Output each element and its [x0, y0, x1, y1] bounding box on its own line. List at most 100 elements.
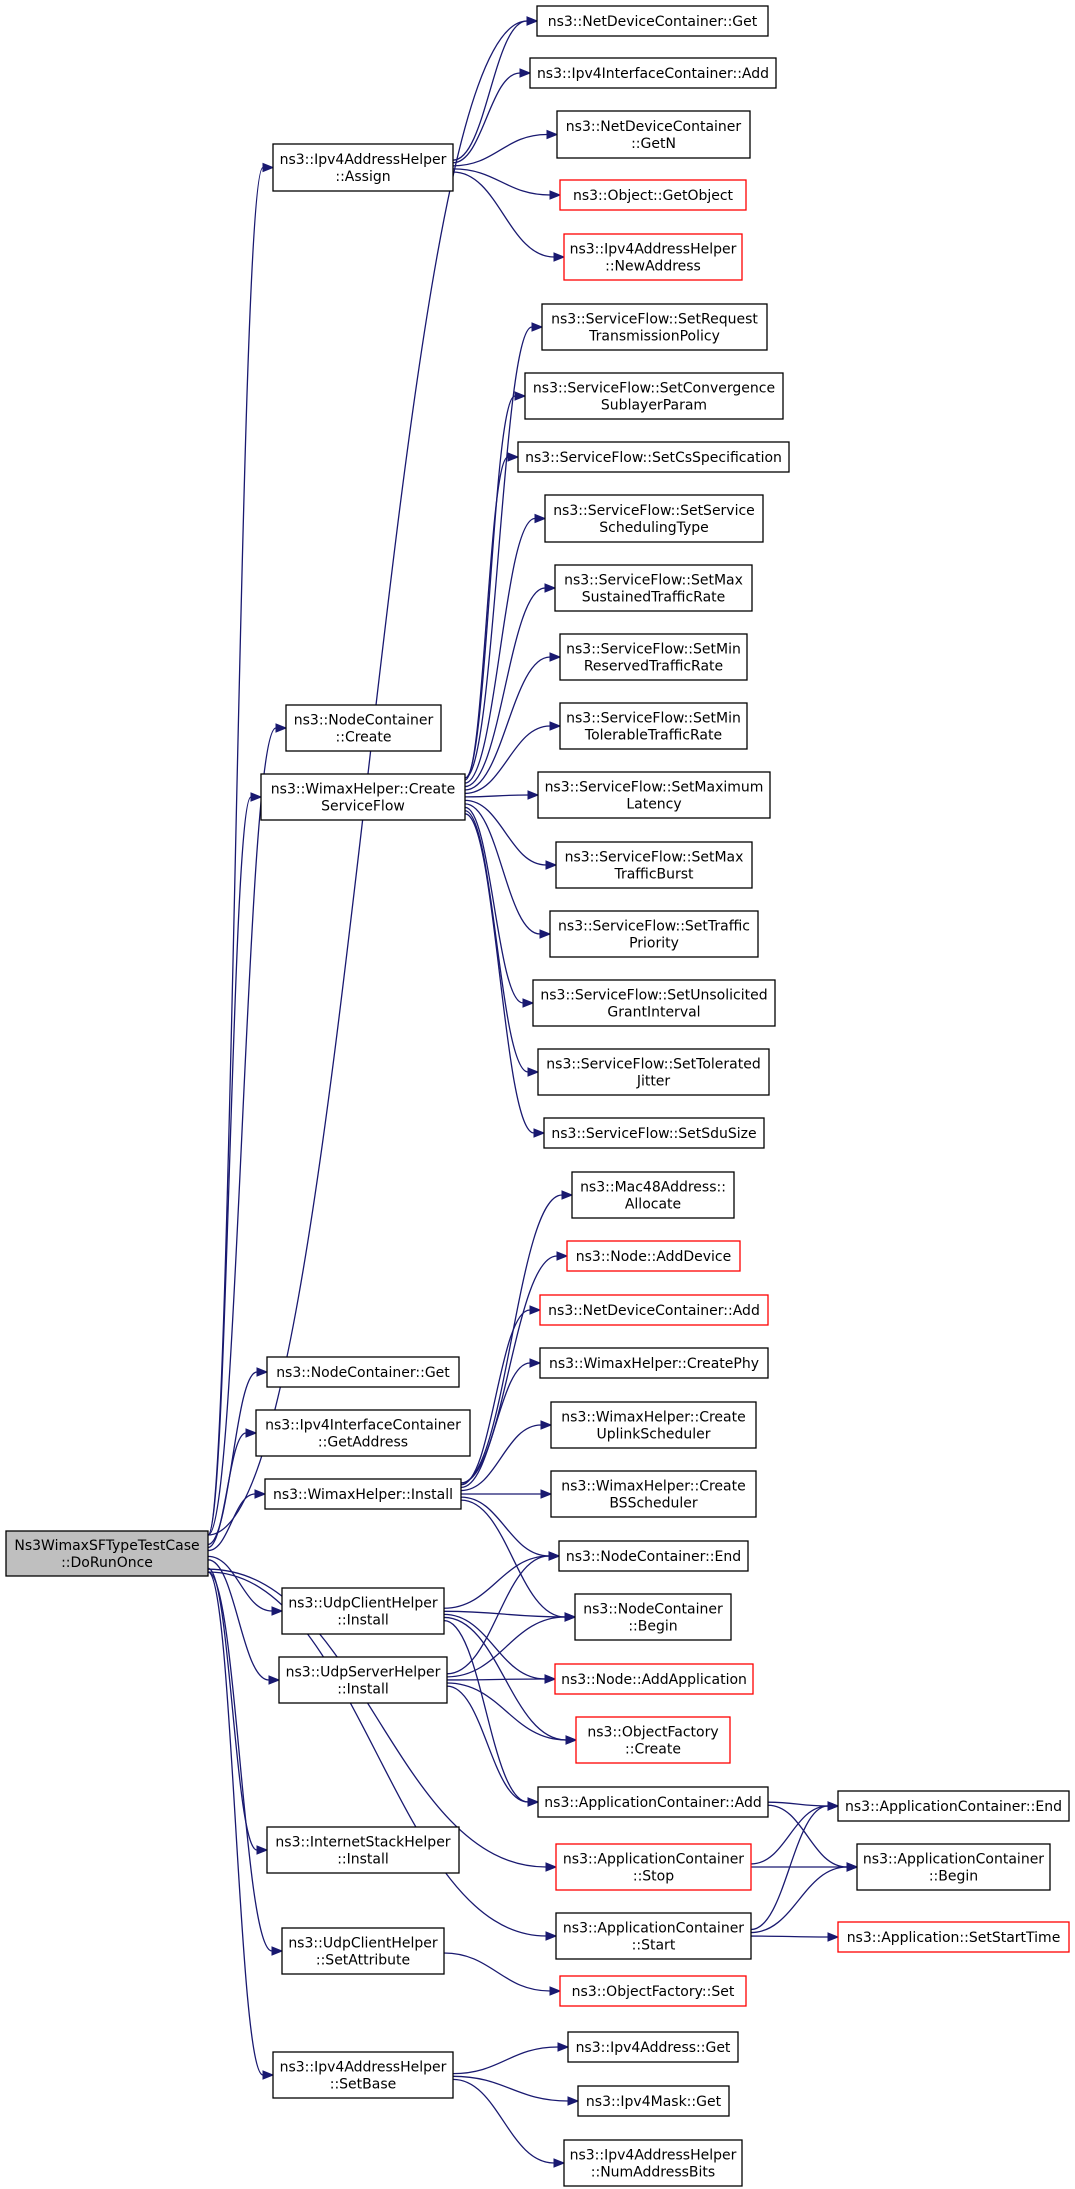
node-obj-getobject[interactable]: ns3::Object::GetObject [559, 179, 747, 211]
node-label: ns3::UdpClientHelper [288, 1936, 438, 1952]
node-label: ::Begin [628, 1619, 677, 1635]
node-label: ns3::ObjectFactory [587, 1725, 718, 1741]
edge-root-to-uch_setattribute [207, 1571, 284, 1956]
node-label: ns3::ApplicationContainer [863, 1852, 1044, 1868]
node-label: ns3::NodeContainer::Get [276, 1365, 450, 1381]
edge-root-to-nc_get [207, 1367, 269, 1546]
node-sf-setservice[interactable]: ns3::ServiceFlow::SetServiceSchedulingTy… [544, 494, 764, 543]
edge-root-to-uch_install [207, 1555, 284, 1616]
node-label: ns3::UdpServerHelper [286, 1665, 441, 1681]
node-label: ns3::NetDeviceContainer::Add [548, 1303, 760, 1319]
edge-wh_createsf-to-sf_setconvergence [464, 391, 527, 779]
node-label: ns3::Ipv4Mask::Get [586, 2094, 722, 2110]
node-sf-setminreserved[interactable]: ns3::ServiceFlow::SetMinReservedTrafficR… [559, 633, 748, 681]
node-label: ::DoRunOnce [61, 1555, 153, 1571]
node-uch-setattribute[interactable]: ns3::UdpClientHelper::SetAttribute [281, 1927, 445, 1975]
node-label: SustainedTrafficRate [582, 590, 726, 606]
node-ac-begin[interactable]: ns3::ApplicationContainer::Begin [856, 1843, 1051, 1891]
node-ac-end[interactable]: ns3::ApplicationContainer::End [837, 1790, 1070, 1822]
edge-uch_install-to-nc_end [443, 1551, 561, 1609]
edge-iah_setbase-to-iah_numaddrbits [452, 2078, 566, 2168]
node-label: ::SetAttribute [316, 1953, 410, 1969]
node-label: ::Begin [929, 1869, 978, 1885]
node-label: ::Install [337, 1613, 389, 1629]
node-iic-getaddress[interactable]: ns3::Ipv4InterfaceContainer::GetAddress [255, 1409, 471, 1457]
node-sf-setcsspec[interactable]: ns3::ServiceFlow::SetCsSpecification [517, 441, 790, 473]
edge-wh_createsf-to-sf_settraffic [464, 803, 552, 939]
edge-root-to-iah_assign [207, 162, 275, 1536]
node-sf-setsdusize[interactable]: ns3::ServiceFlow::SetSduSize [543, 1117, 765, 1149]
node-label: ns3::Ipv4AddressHelper [280, 2060, 447, 2076]
node-sf-setrequest[interactable]: ns3::ServiceFlow::SetRequestTransmission… [541, 303, 768, 351]
node-label: ns3::UdpClientHelper [288, 1596, 438, 1612]
edge-iah_assign-to-iic_add [452, 68, 532, 164]
node-iah-setbase[interactable]: ns3::Ipv4AddressHelper::SetBase [272, 2051, 454, 2099]
node-ac-start[interactable]: ns3::ApplicationContainer::Start [555, 1912, 752, 1960]
node-of-set[interactable]: ns3::ObjectFactory::Set [559, 1975, 747, 2007]
edge-wh_createsf-to-sf_setrequest [464, 322, 544, 779]
node-label: ns3::Ipv4InterfaceContainer::Add [537, 66, 769, 82]
node-nc-end[interactable]: ns3::NodeContainer::End [558, 1540, 749, 1572]
edge-wh_createsf-to-sf_setmaxsustained [464, 583, 557, 788]
node-label: ns3::ServiceFlow::SetConvergence [533, 381, 775, 397]
node-nc-create[interactable]: ns3::NodeContainer::Create [285, 704, 442, 752]
edge-wh_createsf-to-sf_setminreserved [464, 652, 562, 791]
node-label: ns3::WimaxHelper::Create [561, 1479, 745, 1495]
node-label: ns3::Ipv4AddressHelper [570, 242, 737, 258]
node-of-create[interactable]: ns3::ObjectFactory::Create [575, 1716, 731, 1764]
edge-iah_assign-to-ndc_getn [452, 129, 559, 167]
node-label: ns3::ServiceFlow::SetSduSize [551, 1126, 756, 1142]
node-ush-install[interactable]: ns3::UdpServerHelper::Install [278, 1656, 448, 1704]
edge-root-to-ish_install [207, 1567, 269, 1855]
node-sf-setunsolicited[interactable]: ns3::ServiceFlow::SetUnsolicitedGrantInt… [532, 979, 776, 1027]
node-sf-setmintolerable[interactable]: ns3::ServiceFlow::SetMinTolerableTraffic… [559, 702, 748, 750]
edge-wh_createsf-to-sf_setcsspec [464, 452, 520, 781]
node-im-get[interactable]: ns3::Ipv4Mask::Get [577, 2085, 730, 2117]
node-label: ns3::NetDeviceContainer::Get [548, 14, 758, 30]
node-ndc-add[interactable]: ns3::NetDeviceContainer::Add [539, 1294, 769, 1326]
node-ndc-get[interactable]: ns3::NetDeviceContainer::Get [536, 5, 769, 37]
node-sf-setconvergence[interactable]: ns3::ServiceFlow::SetConvergenceSublayer… [524, 372, 784, 420]
node-label: GrantInterval [607, 1005, 700, 1021]
node-nc-get[interactable]: ns3::NodeContainer::Get [266, 1356, 460, 1388]
node-label: Jitter [636, 1074, 671, 1090]
node-ia-get[interactable]: ns3::Ipv4Address::Get [567, 2031, 739, 2063]
node-label: ns3::NetDeviceContainer [566, 119, 742, 135]
node-label: SublayerParam [601, 398, 707, 414]
node-ish-install[interactable]: ns3::InternetStackHelper::Install [266, 1826, 460, 1874]
edge-wh_createsf-to-sf_setservice [464, 513, 547, 784]
node-wh-createphy[interactable]: ns3::WimaxHelper::CreatePhy [539, 1347, 769, 1379]
node-uch-install[interactable]: ns3::UdpClientHelper::Install [281, 1587, 445, 1635]
edge-ac_start-to-ac_begin [750, 1862, 859, 1934]
node-wh-install[interactable]: ns3::WimaxHelper::Install [264, 1478, 462, 1510]
node-iah-newaddress[interactable]: ns3::Ipv4AddressHelper::NewAddress [563, 233, 743, 281]
node-label: ::Assign [335, 169, 390, 185]
edge-wh_createsf-to-sf_settolerated [464, 810, 540, 1077]
node-label: ns3::NodeContainer::End [566, 1549, 741, 1565]
node-ac-add[interactable]: ns3::ApplicationContainer::Add [537, 1786, 769, 1818]
node-label: ns3::Application::SetStartTime [847, 1930, 1061, 1946]
node-iah-numaddrbits[interactable]: ns3::Ipv4AddressHelper::NumAddressBits [563, 2139, 743, 2187]
node-nc-begin[interactable]: ns3::NodeContainer::Begin [574, 1593, 732, 1641]
node-mac48-allocate[interactable]: ns3::Mac48Address::Allocate [571, 1171, 735, 1219]
node-app-setstarttime[interactable]: ns3::Application::SetStartTime [837, 1921, 1070, 1953]
node-sf-setmaxsustained[interactable]: ns3::ServiceFlow::SetMaxSustainedTraffic… [554, 564, 753, 612]
node-label: ns3::ServiceFlow::SetService [553, 503, 755, 519]
edge-ush_install-to-ac_add [446, 1685, 540, 1807]
node-ac-stop[interactable]: ns3::ApplicationContainer::Stop [555, 1843, 752, 1891]
node-iah-assign[interactable]: ns3::Ipv4AddressHelper::Assign [272, 143, 454, 192]
edge-wh_install-to-ndc_add [460, 1305, 542, 1486]
node-ndc-getn[interactable]: ns3::NetDeviceContainer::GetN [556, 110, 751, 159]
node-label: ns3::Ipv4InterfaceContainer [265, 1418, 461, 1434]
node-node-adddevice[interactable]: ns3::Node::AddDevice [566, 1240, 741, 1272]
node-node-addapp[interactable]: ns3::Node::AddApplication [554, 1663, 754, 1695]
node-iic-add[interactable]: ns3::Ipv4InterfaceContainer::Add [529, 57, 777, 89]
edge-root-to-ac_start [207, 1571, 558, 1941]
